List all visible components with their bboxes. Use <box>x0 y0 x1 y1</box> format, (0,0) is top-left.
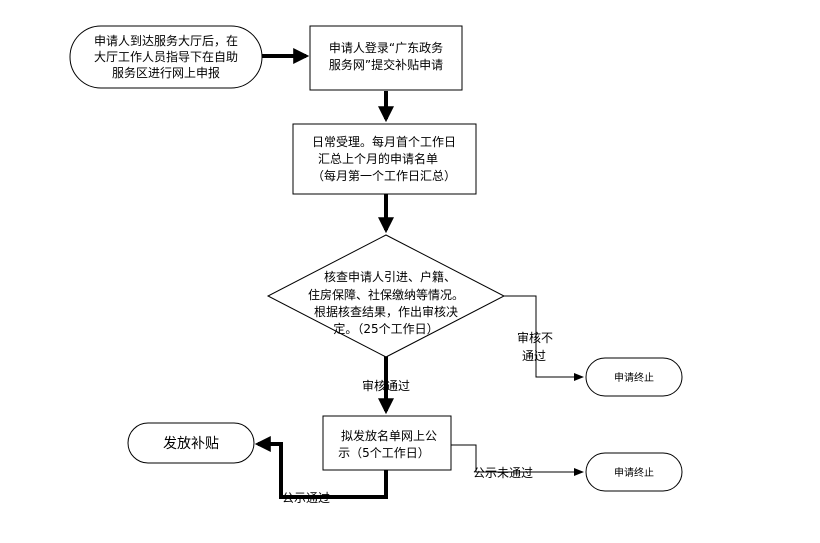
end-node-review: 申请终止 <box>585 357 683 397</box>
edge-label-publicity-pass: 公示通过 <box>282 491 330 505</box>
accept-node-line-1: 日常受理。每月首个工作日 <box>312 134 456 149</box>
end-node-publicity-label: 申请终止 <box>614 466 654 479</box>
edge-label-review-fail: 审核不 通过 <box>517 330 553 363</box>
accept-node-line-2: 汇总上个月的申请名单 <box>318 151 438 166</box>
accept-node-line-3: （每月第一个工作日汇总） <box>312 168 456 183</box>
publicity-node-line-1: 拟发放名单网上公 <box>341 428 437 443</box>
end-node-review-label: 申请终止 <box>614 371 654 384</box>
grant-node-label: 发放补贴 <box>163 436 219 452</box>
review-node-line-4: 定。（25个工作日） <box>333 321 438 336</box>
grant-node: 发放补贴 <box>127 422 255 464</box>
start-node-line-3: 服务区进行网上申报 <box>112 65 220 80</box>
apply-node-line-2: 服务网”提交补贴申请 <box>329 57 443 72</box>
end-node-publicity: 申请终止 <box>585 452 683 492</box>
connector-publicity-pass <box>254 436 388 499</box>
review-node-line-3: 根据核查结果，作出审核决 <box>314 304 458 319</box>
apply-node: 申请人登录“广东政务 服务网”提交补贴申请 <box>309 25 463 91</box>
start-node: 申请人到达服务大厅后，在 大厅工作人员指导下在自助 服务区进行网上申报 <box>69 25 263 89</box>
start-node-line-2: 大厅工作人员指导下在自助 <box>94 49 238 64</box>
edge-label-review-pass: 审核通过 <box>362 378 410 393</box>
review-node-line-1: 核查申请人引进、户籍、 <box>324 269 456 284</box>
publicity-node-line-2: 示（5个工作日） <box>338 446 430 460</box>
review-node: 核查申请人引进、户籍、 住房保障、社保缴纳等情况。 根据核查结果，作出审核决 定… <box>266 234 506 358</box>
connector-publicity-fail <box>451 444 584 476</box>
publicity-node: 拟发放名单网上公 示（5个工作日） <box>322 415 452 471</box>
connector-review-fail <box>504 295 584 381</box>
edge-label-publicity-fail: 公示未通过 <box>473 466 533 480</box>
edge-label-review-fail-line-1: 审核不 <box>517 330 553 345</box>
edge-label-review-fail-line-2: 通过 <box>522 349 546 363</box>
start-node-line-1: 申请人到达服务大厅后，在 <box>94 33 238 48</box>
review-node-line-2: 住房保障、社保缴纳等情况。 <box>308 287 464 302</box>
accept-node: 日常受理。每月首个工作日 汇总上个月的申请名单 （每月第一个工作日汇总） <box>292 123 477 195</box>
apply-node-line-1: 申请人登录“广东政务 <box>329 40 443 55</box>
